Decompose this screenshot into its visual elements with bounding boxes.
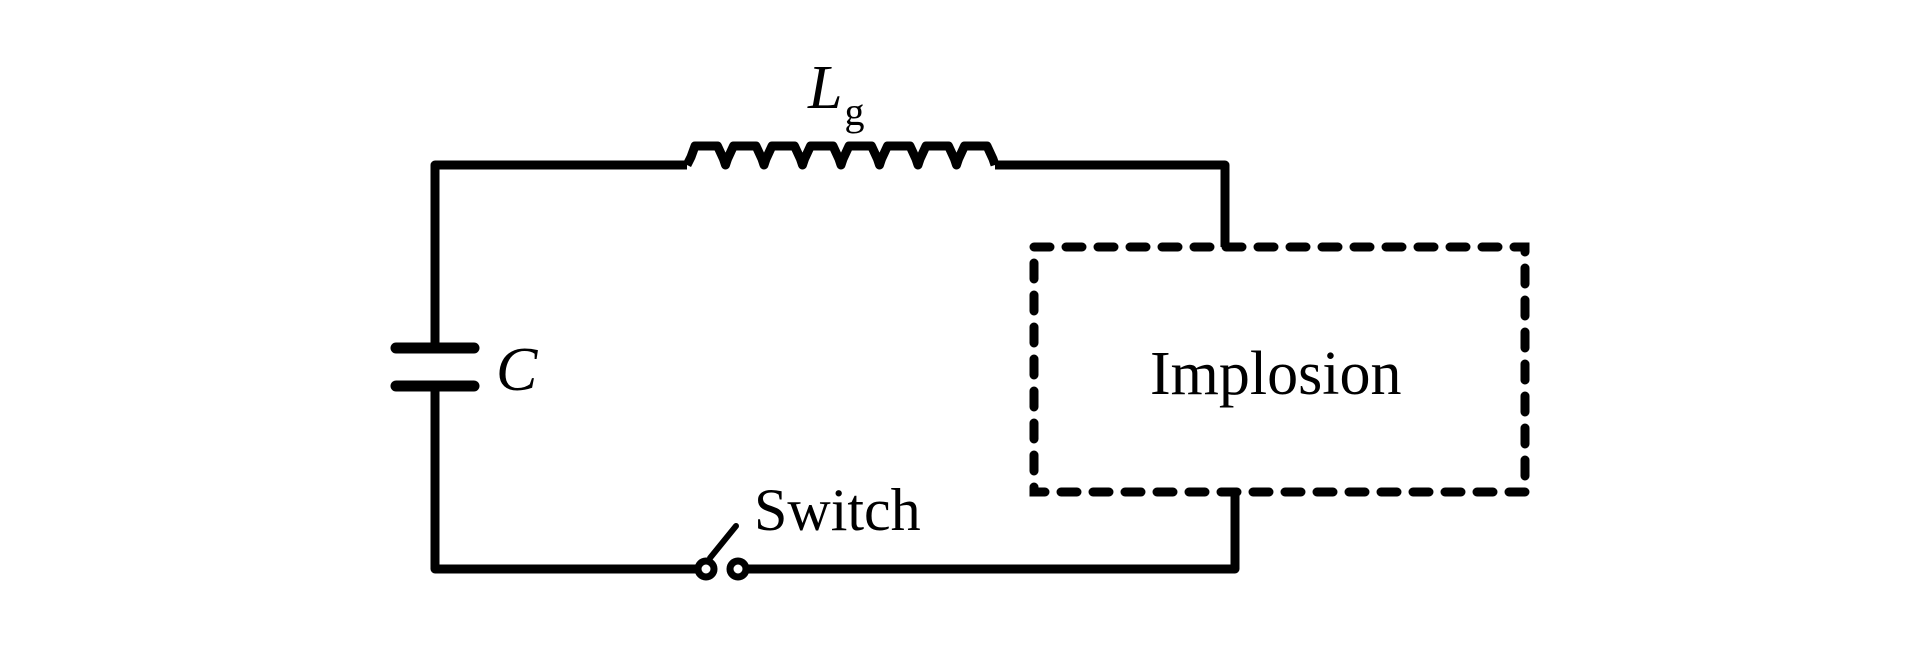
wire-left-top (430, 160, 687, 348)
switch-terminal-right (726, 557, 750, 581)
switch-label: Switch (754, 477, 921, 543)
wire-left-bottom (430, 386, 697, 574)
wire-bottom-right (747, 494, 1240, 574)
capacitor-label: C (496, 336, 538, 404)
inductor-label: Lg (807, 54, 864, 134)
inductor-coil (682, 141, 1000, 170)
implosion-label: Implosion (1150, 340, 1401, 408)
wire-top-right (995, 160, 1230, 247)
implosion-load-box (1029, 242, 1530, 497)
switch-terminal-left (694, 557, 718, 581)
switch-lever (707, 523, 739, 561)
